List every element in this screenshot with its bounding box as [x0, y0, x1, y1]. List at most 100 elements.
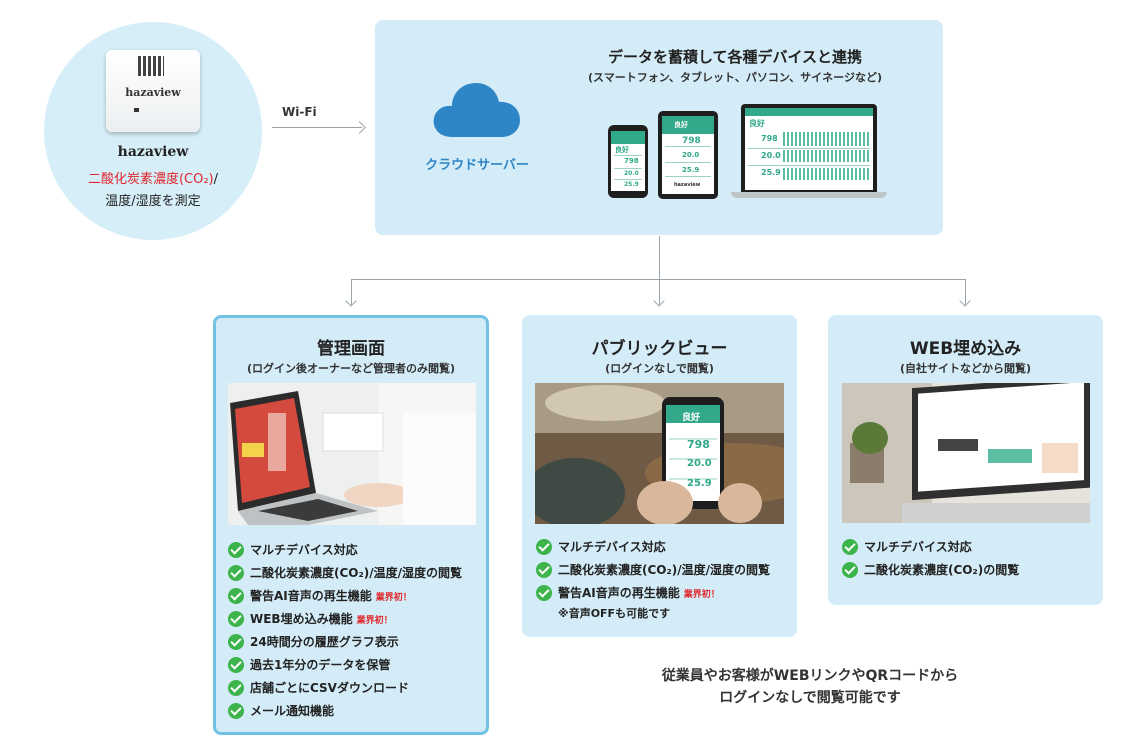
feature-item: 過去1年分のデータを保管	[228, 656, 390, 678]
feature-text: 二酸化炭素濃度(CO₂)/温度/湿度の閲覧	[558, 563, 770, 577]
feature-text: マルチデバイス対応	[558, 540, 666, 554]
arrow-down-icon	[345, 295, 357, 307]
feature-text: 二酸化炭素濃度(CO₂)/温度/湿度の閲覧	[250, 566, 462, 580]
feature-text: マルチデバイス対応	[864, 540, 972, 554]
admin-laptop-photo	[228, 383, 476, 525]
phone-status: 良好	[615, 146, 629, 154]
web-embed-laptop-photo	[842, 383, 1090, 523]
feature-item: WEB埋め込み機能業界初！	[228, 610, 393, 632]
co2-label: 二酸化炭素濃度	[87, 172, 179, 187]
feature-item: 店舗ごとにCSVダウンロード	[228, 679, 409, 701]
check-icon	[536, 561, 552, 578]
connector-middle	[659, 279, 660, 305]
feature-item: 24時間分の履歴グラフ表示	[228, 633, 399, 655]
phone-temp-value: 20.0	[624, 170, 639, 177]
panel-subtitle: (ログイン後オーナーなど管理者のみ閲覧)	[246, 362, 456, 375]
feature-text: 警告AI音声の再生機能	[558, 586, 680, 600]
feature-text: 24時間分の履歴グラフ表示	[250, 635, 399, 649]
panel-title: パブリックビュー	[591, 339, 728, 359]
check-icon	[228, 610, 244, 627]
feature-text: 店舗ごとにCSVダウンロード	[250, 681, 409, 695]
check-icon	[228, 702, 244, 719]
smartphone-illustration: 良好 798 20.0 25.9	[608, 125, 648, 198]
wifi-arrow-head	[353, 121, 366, 134]
feature-item: マルチデバイス対応	[536, 538, 666, 560]
wifi-label: Wi-Fi	[282, 105, 317, 119]
cloud-icon	[433, 83, 520, 137]
qr-code-icon	[138, 56, 164, 76]
feature-item: メール通知機能	[228, 702, 334, 724]
feature-item: 二酸化炭素濃度(CO₂)/温度/湿度の閲覧	[228, 564, 462, 586]
connector-left	[351, 279, 352, 305]
feature-text: メール通知機能	[250, 704, 335, 718]
feature-text: マルチデバイス対応	[250, 543, 358, 557]
check-icon	[536, 538, 552, 555]
hazaview-device-image: hazaview	[106, 50, 200, 132]
tablet-hum-value: 25.9	[682, 166, 700, 174]
arrow-down-icon	[959, 295, 971, 307]
tablet-brand: hazaview	[674, 182, 701, 188]
panel-subtitle: (自社サイトなどから閲覧)	[899, 362, 1032, 375]
device-measure-text: 温度/湿度を測定	[105, 194, 201, 209]
check-icon	[228, 587, 244, 604]
feature-item: マルチデバイス対応	[228, 541, 358, 563]
check-icon	[842, 538, 858, 555]
co2-unit: (CO₂)	[178, 172, 214, 187]
web-embed-panel: WEB埋め込み (自社サイトなどから閲覧) マルチデバイス対応 二酸化炭素濃度(…	[828, 315, 1103, 605]
co2-suffix: /	[213, 172, 219, 187]
arrow-down-icon	[653, 295, 665, 307]
laptop-base	[731, 192, 887, 198]
industry-first-badge: 業界初！	[375, 593, 412, 603]
feature-item: 警告AI音声の再生機能業界初！	[536, 584, 720, 606]
panel-title: WEB埋め込み	[909, 339, 1022, 359]
connector-branch	[351, 279, 965, 280]
feature-text: 過去1年分のデータを保管	[250, 658, 391, 672]
audio-off-note: ※音声OFFも可能です	[558, 607, 671, 620]
industry-first-badge: 業界初！	[356, 616, 393, 626]
industry-first-badge: 業界初！	[683, 590, 720, 600]
tablet-temp-value: 20.0	[682, 151, 700, 159]
check-icon	[228, 541, 244, 558]
check-icon	[228, 656, 244, 673]
laptop-hum-value: 25.9	[761, 168, 781, 177]
feature-item: 二酸化炭素濃度(CO₂)の閲覧	[842, 561, 1019, 583]
check-icon	[842, 561, 858, 578]
panel-title: 管理画面	[317, 339, 385, 359]
tablet-illustration: 良好 798 20.0 25.9 hazaview	[658, 111, 718, 199]
device-name: hazaview	[117, 144, 189, 160]
phone-hum-value: 25.9	[624, 181, 639, 188]
public-phone-co2: 798	[687, 438, 710, 451]
tablet-status: 良好	[674, 121, 688, 129]
feature-text: 警告AI音声の再生機能	[250, 589, 372, 603]
check-icon	[228, 564, 244, 581]
cloud-subtitle: (スマートフォン、タブレット、パソコン、サイネージなど)	[588, 71, 882, 84]
wifi-arrow-line	[272, 127, 362, 128]
public-phone-hum: 25.9	[687, 478, 712, 489]
laptop-illustration: 良好 798 20.0 25.9	[741, 104, 877, 192]
public-phone-status: 良好	[682, 413, 701, 423]
laptop-co2-value: 798	[761, 134, 778, 143]
admin-panel: 管理画面 (ログイン後オーナーなど管理者のみ閲覧) マルチデバイス対応 二酸化炭…	[213, 315, 489, 735]
phone-co2-value: 798	[624, 157, 639, 165]
check-icon	[536, 584, 552, 601]
feature-text: 二酸化炭素濃度(CO₂)の閲覧	[864, 563, 1020, 577]
laptop-temp-value: 20.0	[761, 151, 781, 160]
footer-line-1: 従業員やお客様がWEBリンクやQRコードから	[661, 668, 959, 684]
device-sensor-port	[134, 108, 139, 112]
device-circle: hazaview hazaview 二酸化炭素濃度(CO₂)/ 温度/湿度を測定	[44, 22, 262, 240]
check-icon	[228, 633, 244, 650]
feature-item: 二酸化炭素濃度(CO₂)/温度/湿度の閲覧	[536, 561, 770, 583]
public-view-panel: パブリックビュー (ログインなしで閲覧) 良好 798 20.0 25.9 マル…	[522, 315, 797, 637]
feature-item: マルチデバイス対応	[842, 538, 972, 560]
check-icon	[228, 679, 244, 696]
feature-item: 警告AI音声の再生機能業界初！	[228, 587, 412, 609]
laptop-status: 良好	[749, 119, 765, 128]
public-view-phone-photo	[535, 383, 784, 524]
cloud-label: クラウドサーバー	[425, 158, 529, 173]
footer-line-2: ログインなしで閲覧可能です	[719, 690, 901, 706]
connector-right	[965, 279, 966, 305]
tablet-co2-value: 798	[682, 136, 701, 146]
cloud-title: データを蓄積して各種デバイスと連携	[607, 48, 863, 66]
device-co2-label: 二酸化炭素濃度(CO₂)/	[44, 168, 262, 187]
panel-subtitle: (ログインなしで閲覧)	[605, 362, 714, 375]
